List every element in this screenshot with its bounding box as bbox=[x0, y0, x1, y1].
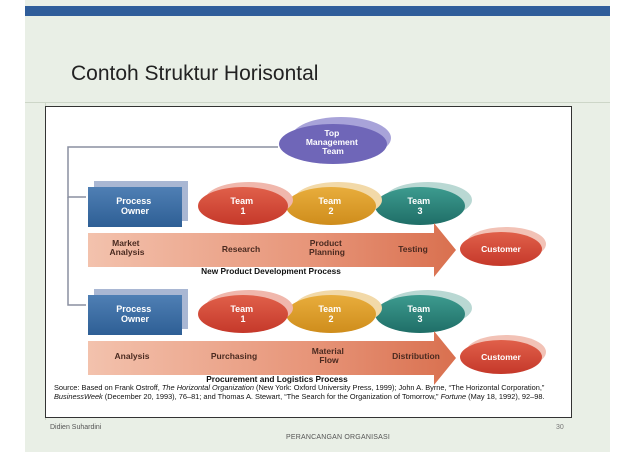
row1-team-2 bbox=[286, 187, 376, 225]
row1-team-3 bbox=[375, 187, 465, 225]
row1-teams: Team 1 Team 2 Team 3 bbox=[198, 182, 472, 225]
svg-text:Team 3: Team 3 bbox=[407, 196, 432, 216]
svg-text:Market Analysis: Market Analysis bbox=[110, 238, 145, 257]
row2-owner-line-1: Process bbox=[116, 304, 151, 314]
row1-customer: Customer bbox=[460, 227, 546, 266]
row1-process-arrow: Market Analysis Research Product Plannin… bbox=[88, 223, 456, 277]
source-magazine-2: Fortune bbox=[440, 392, 467, 401]
row2-team1-number: 1 bbox=[240, 314, 245, 324]
svg-text:Product Planning: Product Planning bbox=[309, 238, 345, 257]
svg-text:Team 3: Team 3 bbox=[407, 304, 432, 324]
svg-text:Team 1: Team 1 bbox=[230, 196, 255, 216]
row2-customer: Customer bbox=[460, 335, 546, 374]
svg-text:Process Owner: Process Owner bbox=[116, 304, 154, 324]
row2-team3-number: 3 bbox=[417, 314, 422, 324]
row2-step3-line-1: Material bbox=[312, 346, 344, 356]
title-area: Contoh Struktur Horisontal bbox=[25, 16, 610, 102]
row2-team1-label: Team bbox=[230, 304, 253, 314]
svg-text:Top Management: Top Management Team bbox=[306, 128, 360, 156]
row1-team2-number: 2 bbox=[328, 206, 333, 216]
row2-step1: Analysis bbox=[115, 351, 150, 361]
source-book-title: The Horizontal Organization bbox=[161, 383, 254, 392]
row2-step4: Distribution bbox=[392, 351, 440, 361]
row2-process-arrow: Analysis Purchasing Material Flow Distri… bbox=[88, 331, 456, 385]
row1-owner-line-1: Process bbox=[116, 196, 151, 206]
svg-text:Material Flow: Material Flow bbox=[312, 346, 347, 365]
structure-diagram: Top Management Team Process Owner Team 1 bbox=[67, 117, 546, 385]
horizontal-structure-figure: Top Management Team Process Owner Team 1 bbox=[45, 106, 572, 418]
row2-step2: Purchasing bbox=[211, 351, 257, 361]
top-team-line-1: Top bbox=[324, 128, 339, 138]
source-middle-1: (New York: Oxford University Press, 1999… bbox=[253, 383, 545, 392]
slide-title: Contoh Struktur Horisontal bbox=[71, 62, 319, 85]
top-team-line-3: Team bbox=[322, 146, 344, 156]
row1-team3-number: 3 bbox=[417, 206, 422, 216]
row1-step3-line-2: Planning bbox=[309, 247, 345, 257]
source-prefix: Source: Based on Frank Ostroff, bbox=[54, 383, 162, 392]
row1-step1-line-1: Market bbox=[112, 238, 140, 248]
row1-step3-line-1: Product bbox=[310, 238, 342, 248]
connector-top-row1 bbox=[67, 146, 278, 198]
row2-teams: Team 1 Team 2 Team 3 bbox=[198, 290, 472, 333]
connector-top-row2 bbox=[67, 197, 86, 306]
svg-text:Team 2: Team 2 bbox=[318, 196, 343, 216]
row2-process-label: Procurement and Logistics Process bbox=[206, 374, 348, 384]
slide-top-bar bbox=[25, 6, 610, 16]
row1-customer-label: Customer bbox=[481, 244, 521, 254]
row2-team3-label: Team bbox=[407, 304, 430, 314]
svg-text:Team 2: Team 2 bbox=[318, 304, 343, 324]
svg-text:Process Owner: Process Owner bbox=[116, 196, 154, 216]
footer-course: PERANCANGAN ORGANISASI bbox=[286, 434, 390, 441]
row1-team3-label: Team bbox=[407, 196, 430, 206]
row1-team-1 bbox=[198, 187, 288, 225]
row2-owner-line-2: Owner bbox=[121, 314, 150, 324]
row1-team1-label: Team bbox=[230, 196, 253, 206]
source-middle-2: (December 20, 1993), 76–81; and Thomas A… bbox=[102, 392, 441, 401]
row1-owner-line-2: Owner bbox=[121, 206, 150, 216]
row1-team2-label: Team bbox=[318, 196, 341, 206]
footer-author: Didien Suhardini bbox=[50, 424, 102, 431]
row2-team-3 bbox=[375, 295, 465, 333]
source-citation: Source: Based on Frank Ostroff, The Hori… bbox=[54, 383, 566, 401]
row2-customer-label: Customer bbox=[481, 352, 521, 362]
top-team-line-2: Management bbox=[306, 137, 358, 147]
source-magazine-1: BusinessWeek bbox=[54, 392, 103, 401]
row2-team-1 bbox=[198, 295, 288, 333]
row2-team-2 bbox=[286, 295, 376, 333]
svg-text:Team 1: Team 1 bbox=[230, 304, 255, 324]
row1-team1-number: 1 bbox=[240, 206, 245, 216]
row1-step4: Testing bbox=[398, 244, 428, 254]
row2-process-owner: Process Owner bbox=[88, 289, 188, 335]
row1-step1-line-2: Analysis bbox=[110, 247, 145, 257]
page-number: 30 bbox=[556, 424, 564, 431]
row1-process-label: New Product Development Process bbox=[201, 266, 341, 276]
source-end: (May 18, 1992), 92–98. bbox=[466, 392, 545, 401]
row2-team2-number: 2 bbox=[328, 314, 333, 324]
row1-step2: Research bbox=[222, 244, 260, 254]
title-divider bbox=[25, 102, 610, 103]
connector-lines bbox=[67, 146, 278, 306]
top-management-team-node: Top Management Team bbox=[279, 117, 391, 164]
row2-step3-line-2: Flow bbox=[319, 355, 339, 365]
row1-process-owner: Process Owner bbox=[88, 181, 188, 227]
row2-team2-label: Team bbox=[318, 304, 341, 314]
